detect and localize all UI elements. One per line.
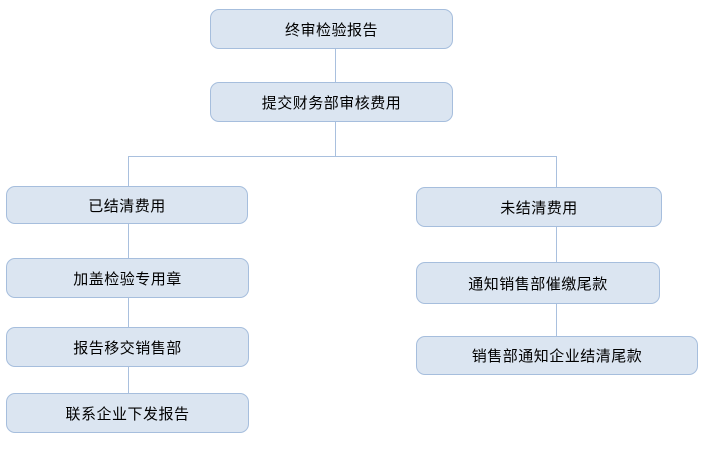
flow-node-label: 加盖检验专用章 [73, 270, 182, 288]
flow-node-unsettled: 未结清费用 [416, 187, 662, 227]
connector-line [556, 304, 557, 336]
flow-node-notify-sales-collect: 通知销售部催缴尾款 [416, 262, 660, 304]
connector-line [128, 156, 557, 157]
flow-node-label: 已结清费用 [88, 197, 166, 215]
connector-line [128, 298, 129, 327]
flow-node-submit-finance: 提交财务部审核费用 [210, 82, 453, 122]
connector-line [128, 224, 129, 258]
connector-line [335, 49, 336, 82]
flow-node-sales-notify-settle: 销售部通知企业结清尾款 [416, 336, 698, 375]
connector-line [335, 122, 336, 156]
flow-node-transfer-sales: 报告移交销售部 [6, 327, 249, 367]
flow-node-label: 联系企业下发报告 [65, 405, 190, 423]
flow-node-label: 报告移交销售部 [73, 339, 182, 357]
flow-node-stamp-seal: 加盖检验专用章 [6, 258, 249, 298]
flow-node-final-report: 终审检验报告 [210, 9, 453, 49]
flow-node-label: 终审检验报告 [284, 21, 378, 39]
connector-line [128, 367, 129, 393]
flow-node-label: 未结清费用 [500, 199, 578, 217]
flow-node-contact-enterprise: 联系企业下发报告 [6, 393, 249, 433]
flow-node-label: 提交财务部审核费用 [261, 94, 402, 112]
connector-line [128, 156, 129, 186]
flow-node-settled: 已结清费用 [6, 186, 248, 224]
flow-node-label: 通知销售部催缴尾款 [468, 275, 608, 293]
connector-line [556, 227, 557, 262]
connector-line [556, 156, 557, 187]
flow-node-label: 销售部通知企业结清尾款 [471, 348, 643, 365]
